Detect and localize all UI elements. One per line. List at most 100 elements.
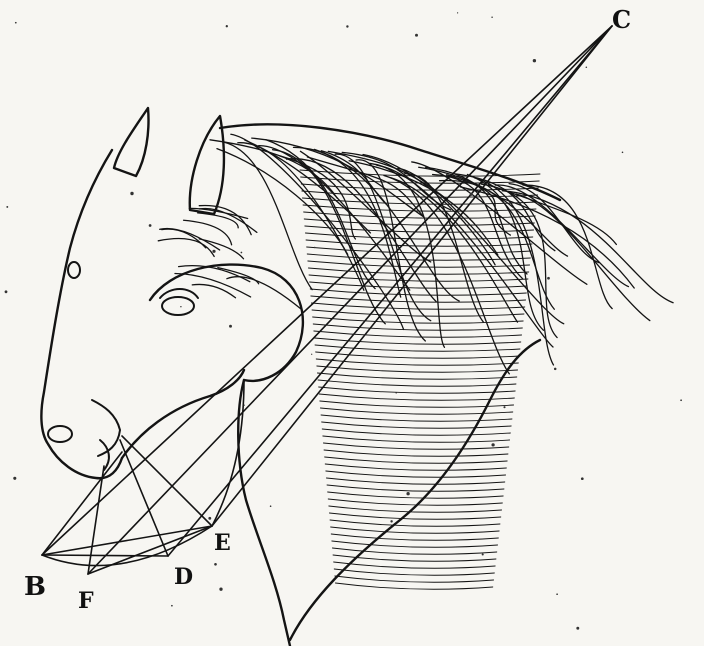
speckle xyxy=(226,25,228,27)
paper-speckles xyxy=(5,12,682,629)
construction-lines xyxy=(42,26,612,574)
hatch-line xyxy=(332,541,498,547)
hatch-line xyxy=(321,415,512,421)
hatch-line xyxy=(316,359,518,365)
hatch-line xyxy=(320,401,514,407)
mane xyxy=(158,134,673,374)
speckle xyxy=(130,192,133,195)
hatch-line xyxy=(331,534,498,540)
speckle xyxy=(556,593,558,595)
hatch-line xyxy=(315,345,520,351)
hatch-line xyxy=(308,261,530,267)
speckle xyxy=(270,505,272,507)
hatch-line xyxy=(335,583,492,589)
speckle xyxy=(180,306,181,307)
hatch-line xyxy=(325,464,506,470)
speckle xyxy=(149,224,152,227)
speckle xyxy=(219,588,222,591)
hatch-line xyxy=(323,443,508,449)
speckle xyxy=(457,12,458,13)
ray-mouth-b xyxy=(42,452,122,555)
speckle xyxy=(491,443,494,446)
speckle xyxy=(576,627,579,630)
ray-mouth-f xyxy=(88,466,104,574)
label-d: D xyxy=(174,566,193,588)
speckle xyxy=(13,477,16,480)
speckle xyxy=(491,16,492,17)
nostril xyxy=(48,426,72,442)
speckle xyxy=(364,158,365,159)
line-c-b xyxy=(42,26,612,555)
hatch-line xyxy=(330,520,500,526)
speckle xyxy=(5,290,8,293)
hatch-line xyxy=(328,492,504,498)
label-e: E xyxy=(214,532,231,554)
chord-f-e xyxy=(88,526,212,574)
ears xyxy=(114,108,224,214)
hatch-line xyxy=(334,569,494,575)
hatch-line xyxy=(331,527,500,533)
label-c: C xyxy=(612,8,631,32)
hatch-line xyxy=(332,548,496,554)
hatch-line xyxy=(319,394,514,400)
speckle xyxy=(503,406,505,408)
label-f: F xyxy=(78,590,94,612)
speckle xyxy=(482,553,484,555)
speckle xyxy=(208,517,211,520)
hatch-line xyxy=(318,380,516,386)
line-c-e xyxy=(212,26,612,526)
hatch-line xyxy=(317,373,516,379)
label-b: B xyxy=(24,574,46,600)
speckle xyxy=(415,34,418,37)
speckle xyxy=(241,252,243,254)
speckle xyxy=(680,399,682,401)
speckle xyxy=(6,206,8,208)
hatch-line xyxy=(327,485,504,491)
hatch-line xyxy=(335,576,494,582)
speckle xyxy=(314,247,315,248)
hatch-line xyxy=(305,233,532,239)
far-eye xyxy=(68,262,80,278)
hatch-line xyxy=(317,366,518,372)
mane-strand xyxy=(391,178,518,322)
speckle xyxy=(390,520,392,522)
hatch-line xyxy=(323,436,510,442)
right-ear xyxy=(190,116,224,214)
hatch-line xyxy=(325,457,508,463)
hatch-line xyxy=(322,429,510,435)
speckle xyxy=(243,405,244,406)
hatch-line xyxy=(313,324,522,330)
left-ear xyxy=(114,108,149,176)
speckle xyxy=(171,605,173,607)
ray-mouth-e xyxy=(122,436,212,526)
mane-strand xyxy=(217,149,348,255)
speckle xyxy=(395,392,396,393)
hatch-line xyxy=(319,387,516,393)
hatch-line xyxy=(312,310,524,316)
speckle xyxy=(311,354,312,355)
hatch-line xyxy=(324,450,508,456)
hatch-line xyxy=(334,562,496,568)
mane-strand xyxy=(377,165,553,347)
hatch-line xyxy=(310,289,526,295)
speckle xyxy=(15,22,17,24)
hatch-line xyxy=(311,296,526,302)
forelock-strand xyxy=(227,277,301,309)
speckle xyxy=(547,277,550,280)
speckle xyxy=(586,66,588,68)
hatch-line xyxy=(326,471,506,477)
speckle xyxy=(470,193,473,196)
mane-strand xyxy=(516,194,650,320)
hatch-line xyxy=(328,499,502,505)
speckle xyxy=(229,325,232,328)
speckle xyxy=(212,250,215,253)
speckle xyxy=(581,477,584,480)
hatch-line xyxy=(329,513,500,519)
speckle xyxy=(346,25,348,27)
speckle xyxy=(533,59,536,62)
speckle xyxy=(554,368,557,371)
facial-features xyxy=(48,262,198,470)
hatch-line xyxy=(322,422,512,428)
speckle xyxy=(214,563,217,566)
